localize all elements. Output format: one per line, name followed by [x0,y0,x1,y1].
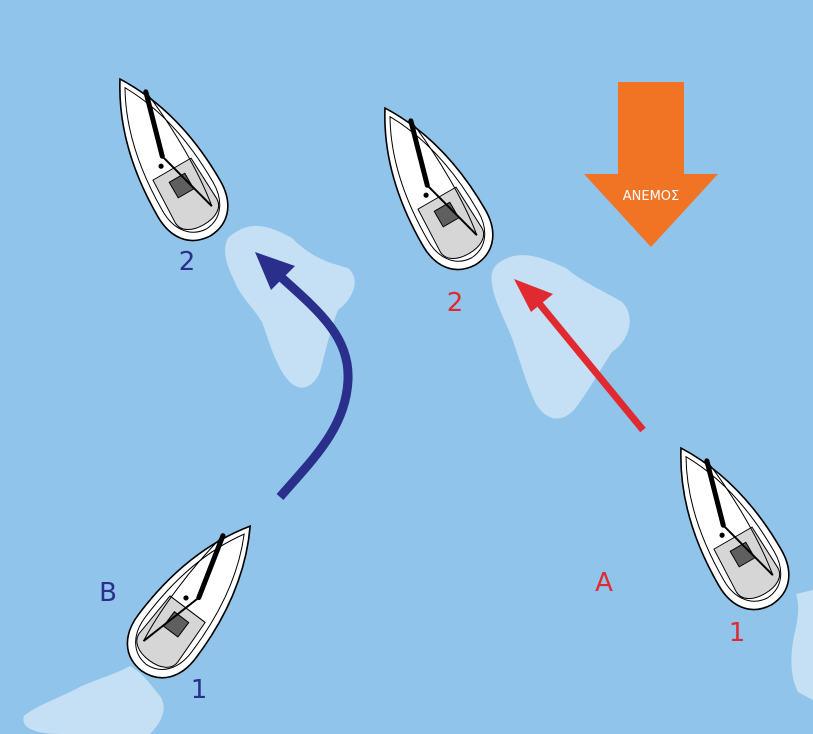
label-a-end-position: 2 [447,288,464,318]
path-b-line [276,274,353,500]
label-b-start-position: 1 [191,675,208,705]
wind-indicator: ΑΝΕΜΟΣ [584,82,718,247]
label-scenario-a: A [595,568,613,598]
wind-label: ΑΝΕΜΟΣ [623,189,680,204]
wake-icon [791,590,813,700]
label-a-start-position: 1 [729,618,746,648]
label-b-end-position: 2 [179,247,196,277]
path-a [514,279,646,433]
path-b-arrowhead [255,252,295,290]
wake-icon [225,225,355,388]
path-a-line [535,299,646,433]
label-scenario-b: B [99,578,117,608]
path-a-arrowhead [514,279,553,312]
wind-direction-arrow [584,82,718,247]
path-b [255,252,353,500]
wake-icon [23,666,164,734]
